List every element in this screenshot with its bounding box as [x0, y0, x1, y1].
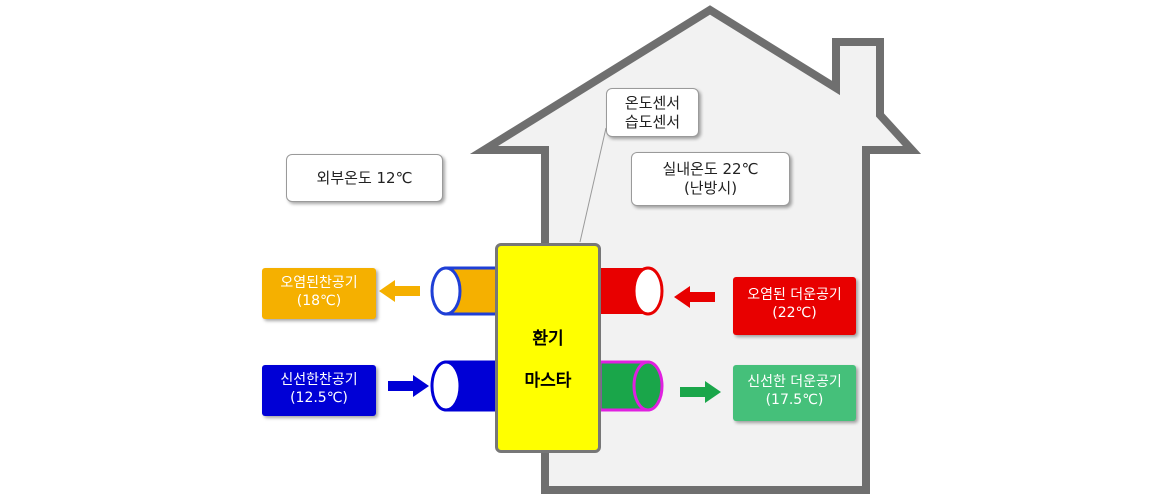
arrow-left-orange-icon [379, 280, 420, 302]
fresh-supply-line1: 신선한 더운공기 [747, 374, 842, 390]
sensor-line2: 습도센서 [624, 113, 681, 131]
sensor-label: 온도센서 습도센서 [606, 88, 699, 137]
duct-fresh-in [430, 360, 500, 412]
duct-fresh-supply [598, 360, 664, 412]
outside-temp-label: 외부온도 12℃ [286, 154, 443, 202]
fresh-in-line1: 신선한찬공기 [280, 372, 358, 388]
exhaust-out-box: 오염된찬공기 (18℃) [262, 268, 376, 319]
fresh-supply-line2: (17.5℃) [765, 392, 824, 408]
fresh-in-line2: (12.5℃) [290, 390, 348, 406]
outside-temp-text: 외부온도 12℃ [316, 169, 413, 187]
exhaust-out-line2: (18℃) [296, 293, 342, 309]
fresh-in-box: 신선한찬공기 (12.5℃) [262, 365, 376, 416]
ventilation-master-unit: 환기 마스타 [495, 243, 601, 453]
exhaust-out-line1: 오염된찬공기 [280, 275, 358, 291]
duct-exhaust-out [430, 266, 500, 316]
arrow-right-green-icon [680, 381, 721, 403]
arrow-left-red-icon [674, 286, 715, 308]
master-line1: 환기 [532, 329, 564, 349]
stale-in-line2: (22℃) [772, 305, 817, 321]
indoor-temp-line2: (난방시) [683, 179, 738, 197]
sensor-connector-line [579, 127, 607, 243]
stale-in-box: 오염된 더운공기 (22℃) [733, 277, 856, 335]
duct-stale-in [600, 266, 664, 316]
sensor-line1: 온도센서 [624, 94, 681, 112]
indoor-temp-label: 실내온도 22℃ (난방시) [631, 152, 790, 206]
indoor-temp-line1: 실내온도 22℃ [662, 160, 759, 178]
stale-in-line1: 오염된 더운공기 [747, 287, 842, 303]
master-line2: 마스타 [524, 371, 572, 391]
arrow-right-blue-icon [388, 375, 429, 397]
fresh-supply-box: 신선한 더운공기 (17.5℃) [733, 365, 856, 421]
